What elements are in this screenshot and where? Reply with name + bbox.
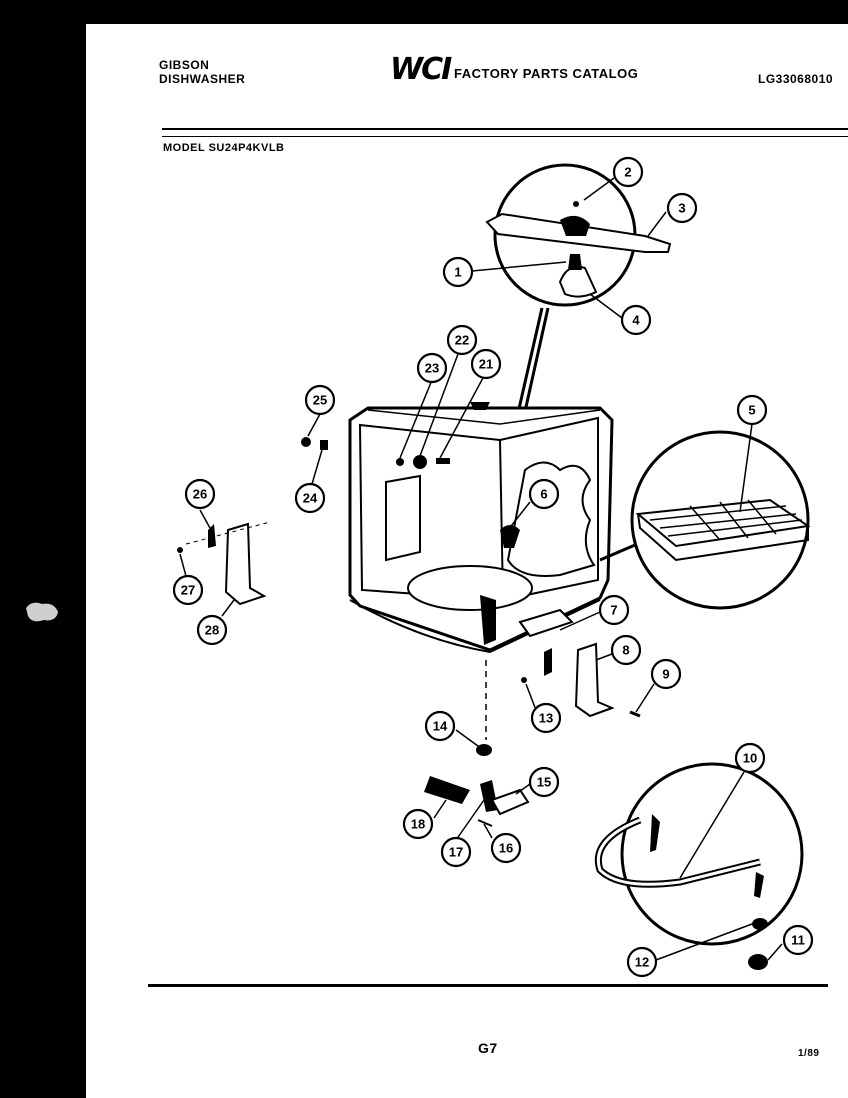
callout-16: 16 — [490, 832, 522, 864]
callout-8: 8 — [610, 634, 642, 666]
callout-label: 2 — [624, 165, 631, 180]
callout-label: 1 — [454, 265, 461, 280]
callout-17: 17 — [440, 836, 472, 868]
callout-9: 9 — [650, 658, 682, 690]
header-rule — [162, 128, 848, 130]
callout-12: 12 — [626, 946, 658, 978]
callout-label: 22 — [455, 333, 469, 348]
footer-rule — [148, 984, 828, 987]
callout-1: 1 — [442, 256, 474, 288]
callout-label: 28 — [205, 623, 219, 638]
callout-13: 13 — [530, 702, 562, 734]
callout-label: 23 — [425, 361, 439, 376]
callout-4: 4 — [620, 304, 652, 336]
callout-label: 3 — [678, 201, 685, 216]
callout-10: 10 — [734, 742, 766, 774]
callout-label: 5 — [748, 403, 755, 418]
drain-hose-detail — [595, 762, 804, 970]
callout-25: 25 — [304, 384, 336, 416]
callout-label: 25 — [313, 393, 327, 408]
page-number: G7 — [478, 1040, 498, 1056]
callout-label: 7 — [610, 603, 617, 618]
catalog-title: FACTORY PARTS CATALOG — [454, 66, 639, 81]
leg-bracket-right — [521, 642, 641, 718]
callout-6: 6 — [528, 478, 560, 510]
callout-3: 3 — [666, 192, 698, 224]
dishwasher-tub — [348, 402, 614, 654]
callout-2: 2 — [612, 156, 644, 188]
date-code: 1/89 — [798, 1048, 820, 1059]
callout-11: 11 — [782, 924, 814, 956]
wci-logo: WCI — [390, 52, 452, 87]
callout-24: 24 — [294, 482, 326, 514]
fastener-parts — [301, 437, 450, 469]
callout-label: 14 — [433, 719, 448, 734]
callout-label: 27 — [181, 583, 195, 598]
callout-27: 27 — [172, 574, 204, 606]
callout-label: 10 — [743, 751, 757, 766]
product-type: DISHWASHER — [159, 72, 246, 86]
callout-label: 24 — [303, 491, 318, 506]
callout-label: 15 — [537, 775, 551, 790]
callout-28: 28 — [196, 614, 228, 646]
callout-label: 11 — [791, 933, 805, 948]
callout-label: 9 — [662, 667, 669, 682]
callout-label: 4 — [632, 313, 640, 328]
scan-artifact — [26, 602, 58, 622]
brand-block: GIBSON DISHWASHER — [159, 58, 245, 86]
callout-label: 6 — [540, 487, 547, 502]
callout-label: 21 — [479, 357, 493, 372]
callout-label: 12 — [635, 955, 649, 970]
callout-label: 8 — [622, 643, 629, 658]
callout-14: 14 — [424, 710, 456, 742]
callout-label: 16 — [499, 841, 513, 856]
callout-label: 26 — [193, 487, 207, 502]
header-rule-thin — [162, 136, 848, 137]
drain-valve-parts — [424, 660, 530, 827]
callout-23: 23 — [416, 352, 448, 384]
leader-lines — [179, 177, 783, 961]
leg-bracket-left — [177, 521, 271, 606]
rack-detail — [599, 430, 811, 610]
callout-7: 7 — [598, 594, 630, 626]
callout-label: 13 — [539, 711, 553, 726]
callout-label: 18 — [411, 817, 425, 832]
callout-26: 26 — [184, 478, 216, 510]
callout-15: 15 — [528, 766, 560, 798]
spray-arm-detail — [485, 163, 672, 307]
catalog-number: LG33068010 — [758, 72, 834, 86]
brand-name: GIBSON — [159, 58, 210, 72]
callout-18: 18 — [402, 808, 434, 840]
model-number: MODEL SU24P4KVLB — [163, 142, 285, 154]
callout-21: 21 — [470, 348, 502, 380]
callout-5: 5 — [736, 394, 768, 426]
callout-22: 22 — [446, 324, 478, 356]
callout-label: 17 — [449, 845, 463, 860]
